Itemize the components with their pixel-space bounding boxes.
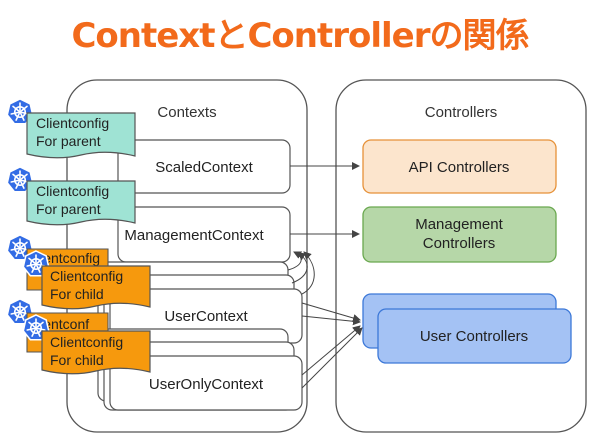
- clientconfig-child-2-line1: Clientconfig: [50, 334, 123, 350]
- clientconfig-parent-2-line2: For parent: [36, 201, 101, 217]
- arrow-user-context-back-to-user-controllers: [301, 302, 361, 322]
- management-controllers-label-line2: Controllers: [423, 235, 496, 252]
- user-controllers-label: User Controllers: [420, 328, 528, 345]
- clientconfig-child-1-back-text: lientconfig: [37, 250, 100, 266]
- arrow-user-only-back-to-user-controllers: [301, 325, 361, 376]
- clientconfig-parent-1-line2: For parent: [36, 133, 101, 149]
- arrow-user-only-to-user-controllers: [301, 327, 363, 389]
- contexts-group-label: Contexts: [157, 104, 216, 121]
- management-controllers-box: [362, 206, 557, 263]
- api-controllers-label: API Controllers: [409, 159, 510, 176]
- clientconfig-parent-2: [26, 180, 136, 226]
- clientconfig-child-2: [41, 330, 151, 375]
- controllers-group-label: Controllers: [425, 104, 498, 121]
- api-controllers-box: [362, 139, 557, 194]
- clientconfig-child-2-back-text: lientconf: [37, 316, 89, 332]
- clientconfig-parent-2-line1: Clientconfig: [36, 183, 109, 199]
- clientconfig-child-1-line1: Clientconfig: [50, 268, 123, 284]
- user-context-label: UserContext: [164, 308, 248, 325]
- clientconfig-child-1-line2: For child: [50, 286, 104, 302]
- arrow-user-middle-to-management: [291, 252, 308, 284]
- user-controllers-box: [377, 308, 572, 364]
- management-controllers-label-line1: Management: [415, 216, 503, 233]
- arrow-user-context-to-user-controllers: [301, 315, 361, 326]
- user-only-context-box: [109, 355, 303, 411]
- user-only-context-label: UserOnlyContext: [149, 376, 264, 393]
- arrow-user-to-management: [301, 251, 315, 295]
- page-title: ContextとControllerの関係: [71, 16, 529, 56]
- scaled-context-label: ScaledContext: [155, 159, 253, 176]
- clientconfig-parent-1-line1: Clientconfig: [36, 115, 109, 131]
- arrow-user-back-to-management: [287, 251, 303, 271]
- clientconfig-child-1: [41, 265, 151, 310]
- clientconfig-child-2-line2: For child: [50, 352, 104, 368]
- management-context-label: ManagementContext: [124, 227, 264, 244]
- clientconfig-parent-1: [26, 112, 136, 159]
